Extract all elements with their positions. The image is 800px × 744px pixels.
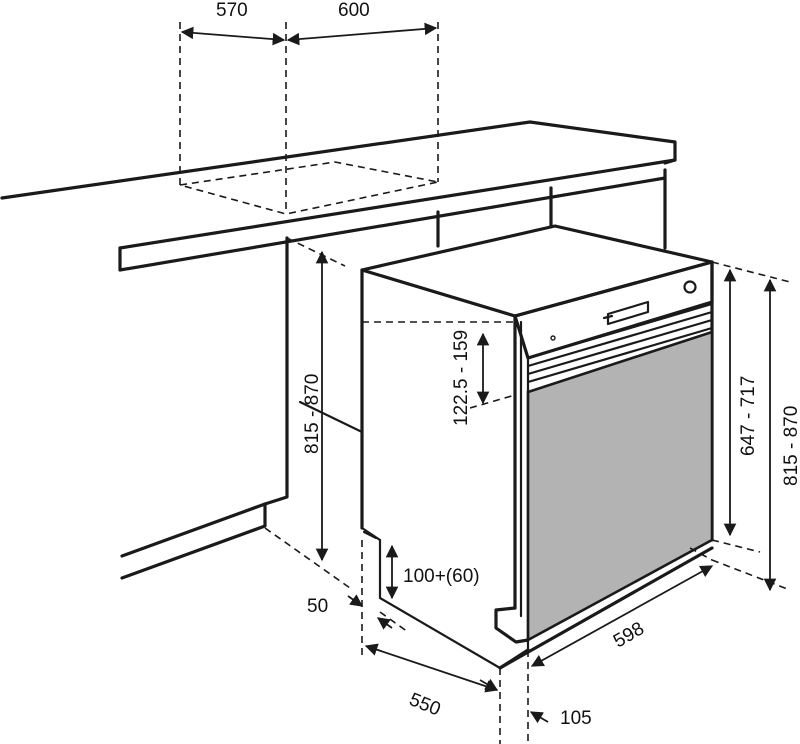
control-panel — [513, 260, 714, 384]
label-front-offset: 105 — [560, 708, 592, 729]
label-cabinet-depth: 550 — [406, 689, 443, 720]
cabinet-left — [120, 236, 364, 580]
label-plinth-height: 100+(60) — [403, 566, 480, 587]
label-appliance-width-top: 600 — [338, 0, 370, 21]
label-panel-height: 122.5 - 159 — [451, 330, 472, 426]
dim-line-50-right — [376, 617, 393, 630]
countertop — [0, 120, 677, 272]
power-knob-icon — [683, 280, 697, 294]
dimension-labels: 570 600 815 - 870 122.5 - 159 100+(60) 5… — [216, 0, 800, 729]
dim-line-105-right — [529, 711, 549, 724]
label-door-height: 647 - 717 — [738, 376, 759, 456]
indicator-light-icon — [550, 335, 556, 341]
label-door-front-width: 598 — [610, 618, 648, 652]
label-niche-height: 815 - 870 — [302, 374, 323, 454]
dim-line-600 — [286, 22, 438, 46]
cabinet-back-right — [436, 168, 667, 250]
dim-line-50-left — [347, 594, 364, 607]
label-total-height: 815 - 870 — [781, 406, 800, 486]
dim-line-598 — [530, 565, 714, 667]
dimension-lines — [180, 22, 777, 724]
door-frame — [494, 314, 530, 670]
dim-line-570 — [180, 26, 286, 46]
label-countertop-gap-width: 570 — [216, 0, 248, 21]
door-panel — [526, 330, 714, 643]
guide-lines — [179, 22, 791, 744]
label-plinth-setback: 50 — [307, 596, 328, 617]
dim-line-550 — [364, 643, 499, 693]
dim-line-105-left — [479, 678, 499, 691]
